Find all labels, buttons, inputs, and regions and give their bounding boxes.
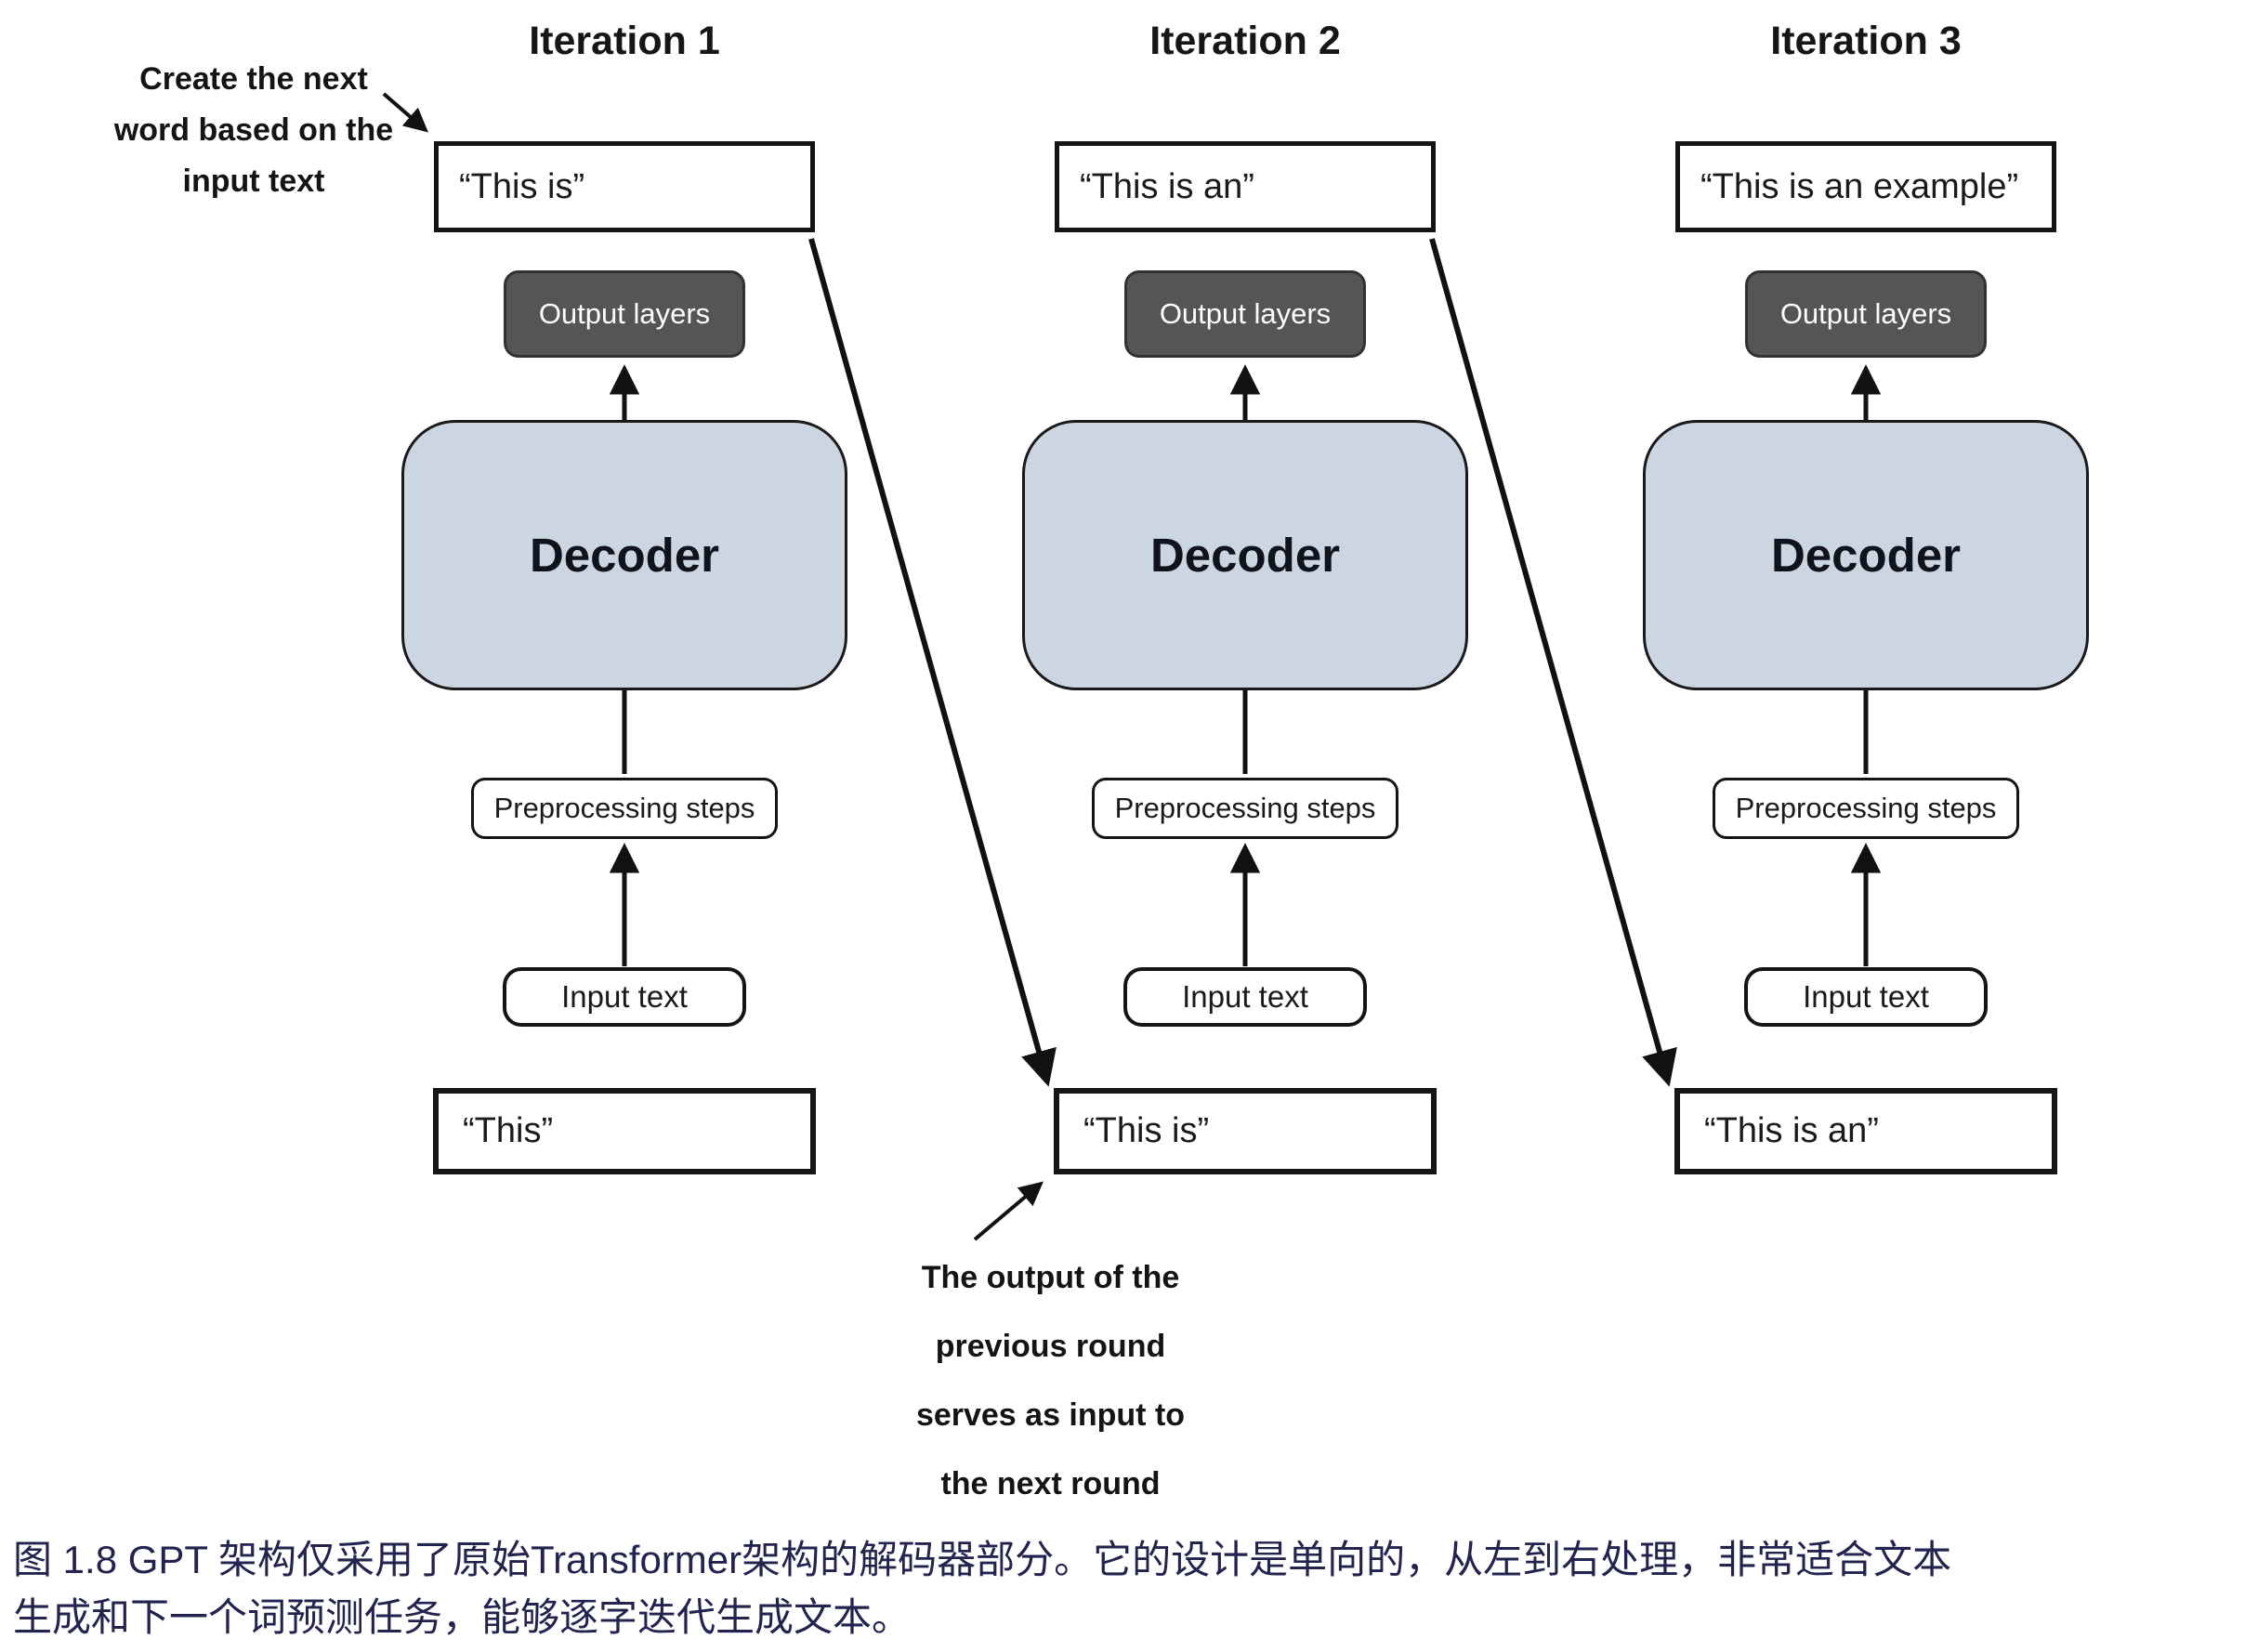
decoder-box-1: Decoder — [401, 420, 847, 690]
preprocessing-steps-box-3: Preprocessing steps — [1713, 778, 2019, 839]
decoder-box-2: Decoder — [1022, 420, 1468, 690]
input-text-box-1: Input text — [503, 967, 746, 1027]
annotation-line: the next round — [940, 1466, 1161, 1501]
input-text-box-3: Input text — [1744, 967, 1988, 1027]
input-string-box-2: “This is” — [1054, 1088, 1437, 1174]
annotation-line: The output of the — [921, 1260, 1180, 1295]
input-string-box-3: “This is an” — [1674, 1088, 2057, 1174]
iteration-2-title: Iteration 2 — [1149, 19, 1341, 63]
annotation-line: input text — [182, 164, 325, 199]
generated-text-box-1: “This is” — [434, 141, 815, 232]
arrow-annotation-output-serves-input — [973, 1181, 1044, 1241]
input-text-box-2: Input text — [1123, 967, 1367, 1027]
annotation-line: serves as input to — [915, 1397, 1186, 1433]
iteration-3-title: Iteration 3 — [1770, 19, 1962, 63]
output-layers-box-1: Output layers — [504, 270, 745, 358]
generated-text-box-2: “This is an” — [1055, 141, 1436, 232]
preprocessing-steps-box-1: Preprocessing steps — [471, 778, 778, 839]
generated-text-box-3: “This is an example” — [1675, 141, 2056, 232]
figure-caption: 图 1.8 GPT 架构仅采用了原始Transformer架构的解码器部分。它的… — [13, 1531, 2245, 1646]
arrow-output2-to-input3 — [1429, 238, 1677, 1087]
output-layers-box-2: Output layers — [1124, 270, 1366, 358]
annotation-line: Create the next — [139, 61, 368, 97]
caption-line-2: 生成和下一个词预测任务，能够逐字迭代生成文本。 — [13, 1595, 912, 1639]
annotation-create-next-word: Create the next word based on the input … — [72, 54, 435, 207]
output-layers-box-3: Output layers — [1745, 270, 1987, 358]
annotation-output-serves-input: The output of the previous round serves … — [862, 1243, 1239, 1518]
decoder-box-3: Decoder — [1643, 420, 2089, 690]
iteration-1-title: Iteration 1 — [529, 19, 720, 63]
annotation-line: word based on the — [113, 112, 394, 148]
caption-line-1: 图 1.8 GPT 架构仅采用了原始Transformer架构的解码器部分。它的… — [13, 1538, 1952, 1581]
annotation-line: previous round — [935, 1329, 1166, 1364]
input-string-box-1: “This” — [433, 1088, 816, 1174]
arrow-output1-to-input2 — [808, 238, 1057, 1087]
preprocessing-steps-box-2: Preprocessing steps — [1092, 778, 1398, 839]
